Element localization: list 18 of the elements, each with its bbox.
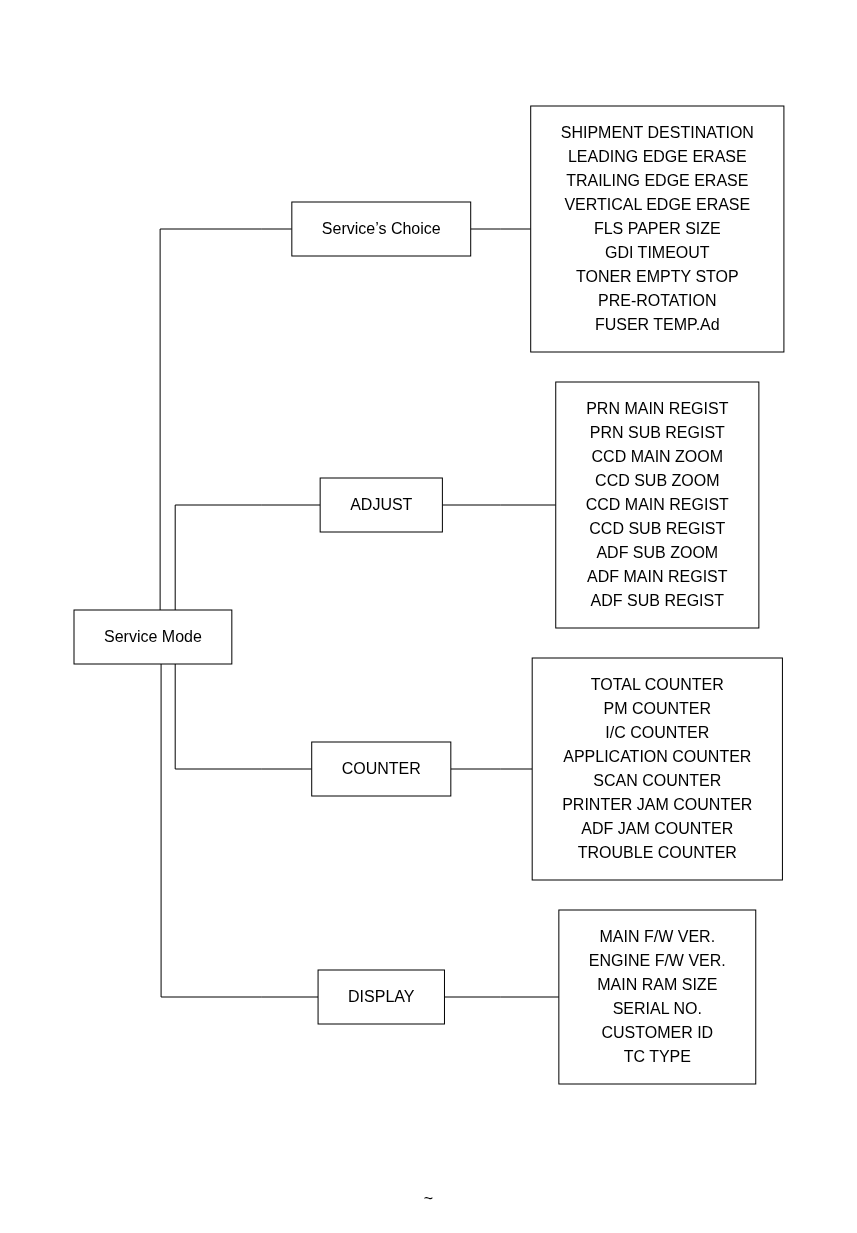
node-box: TOTAL COUNTER PM COUNTER I/C COUNTER APPLICATION COUNTER SCAN COUNTER PRINTER JAM COUNTER ADF JAM COUNTER TROUBLE COUNTER [531, 657, 783, 881]
node-box: Service’s Choice [290, 201, 471, 257]
connector [449, 768, 533, 770]
connector [441, 504, 556, 506]
connector [159, 228, 292, 611]
node-box: DISPLAY [317, 969, 445, 1025]
connector [174, 663, 312, 770]
continuation-mark: ~ [423, 1190, 434, 1207]
node-box: Service Mode [73, 609, 232, 665]
connector [160, 663, 319, 998]
connector [174, 504, 321, 611]
node-box: PRN MAIN REGIST PRN SUB REGIST CCD MAIN ZOOM CCD SUB ZOOM CCD MAIN REGIST CCD SUB REGIST ADF SUB ZOOM ADF MAIN REGIST ADF SUB REGIST [554, 381, 759, 629]
node-box: COUNTER [310, 741, 451, 797]
node-box: ADJUST [319, 477, 443, 533]
node-box: SHIPMENT DESTINATION LEADING EDGE ERASE TRAILING EDGE ERASE VERTICAL EDGE ERASE FLS PAPER SIZE GDI TIMEOUT TONER EMPTY STOP PRE-ROTATION FUSER TEMP.Ad [529, 105, 784, 353]
connector [469, 228, 531, 230]
connector [443, 996, 559, 998]
node-box: MAIN F/W VER. ENGINE F/W VER. MAIN RAM SIZE SERIAL NO. CUSTOMER ID TC TYPE [557, 909, 756, 1085]
